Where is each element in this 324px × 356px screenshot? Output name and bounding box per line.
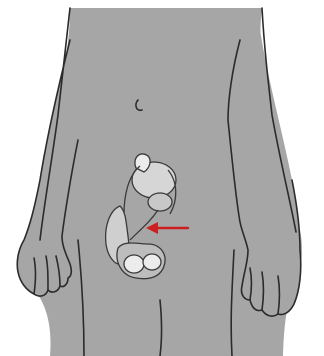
testis-right (143, 254, 161, 270)
testis-left (124, 255, 144, 273)
prostate (148, 193, 172, 211)
